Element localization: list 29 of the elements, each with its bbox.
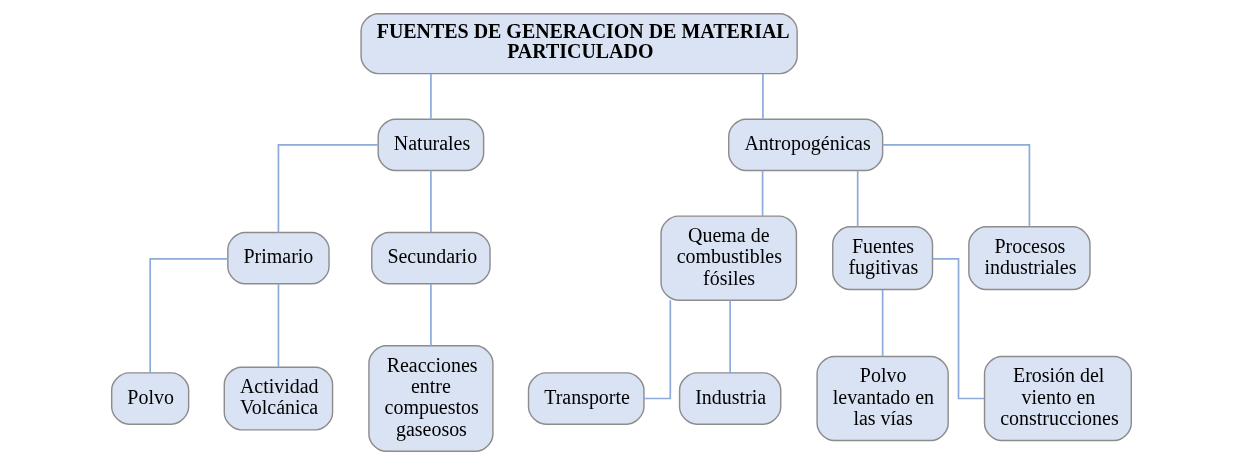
node-box: FUENTES DE GENERACION DE MATERIAL PARTICULADO — [360, 13, 798, 75]
connector — [430, 169, 432, 233]
node-box: Polvo — [111, 372, 190, 425]
connector — [277, 283, 280, 368]
node-box: Secundario — [371, 231, 491, 285]
connector — [761, 169, 764, 217]
node-box: Primario — [227, 231, 330, 285]
connector — [856, 169, 859, 228]
connector — [430, 73, 432, 120]
node-box: Erosión del viento en construcciones — [983, 355, 1132, 442]
node-box: Industria — [678, 372, 782, 425]
node-box: Fuentes fugitivas — [832, 226, 934, 291]
node-box: Transporte — [527, 372, 645, 425]
connector — [643, 299, 672, 400]
connector — [762, 73, 764, 120]
connector — [277, 144, 379, 234]
node-box: Actividad Volcánica — [223, 366, 334, 431]
connector — [881, 144, 1031, 228]
node-box: Naturales — [377, 118, 485, 172]
connector — [430, 283, 432, 347]
connector — [881, 289, 884, 357]
node-box: Antropogénicas — [728, 118, 884, 172]
node-box: Reacciones entre compuestos gaseosos — [368, 345, 494, 452]
connector — [931, 258, 985, 400]
node-box: Quema de combustibles fósiles — [660, 215, 798, 301]
connector — [729, 299, 731, 374]
node-box: Procesos industriales — [968, 226, 1091, 291]
node-box: Polvo levantado en las vías — [816, 355, 949, 442]
connector — [149, 258, 229, 374]
